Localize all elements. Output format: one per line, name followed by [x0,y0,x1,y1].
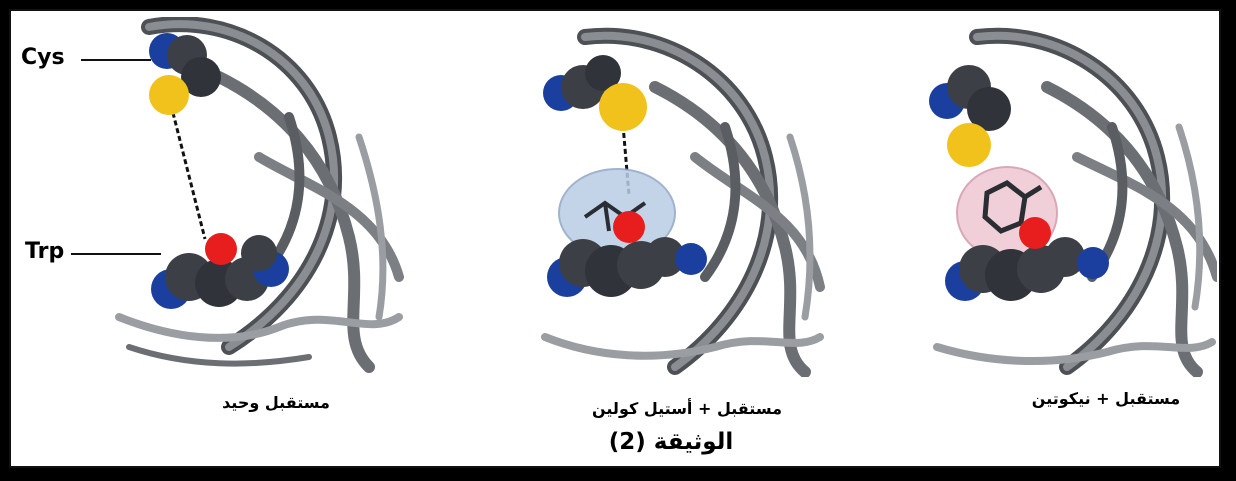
receptor-alone-illustration [109,17,409,377]
oxygen-atom [613,211,645,243]
panel-receptor-alone [109,17,409,377]
document-title: الوثيقة (2) [571,429,771,455]
sulfur-atom [599,83,647,131]
receptor-acetylcholine-illustration [525,17,825,377]
caption-receptor-alone: مستقبل وحيد [201,393,351,412]
ribbon-strand [545,337,820,356]
oxygen-atom [1019,217,1051,249]
ribbon-strand [129,347,309,364]
nitrogen-atom [1077,247,1109,279]
nitrogen-atom [675,243,707,275]
carbon-atom [241,235,277,271]
distance-dashed-line [171,105,205,239]
cys-leader-line [81,59,151,61]
receptor-nicotine-illustration [917,17,1217,377]
trp-leader-line [71,253,161,255]
panel-receptor-acetylcholine [525,17,825,377]
oxygen-atom [205,233,237,265]
trp-label: Trp [25,239,64,264]
caption-receptor-acetylcholine: مستقبل + أستيل كولين [567,399,807,418]
sulfur-atom [947,123,991,167]
sulfur-atom [149,75,189,115]
ribbon-strand [705,127,735,277]
caption-receptor-nicotine: مستقبل + نيكوتين [1011,389,1201,408]
figure-frame: Cys Trp مستقبل وحيد مستقبل + أستيل كولين… [9,9,1221,468]
panel-receptor-nicotine [917,17,1217,377]
cys-label: Cys [21,45,65,70]
ribbon-strand [1047,87,1197,372]
